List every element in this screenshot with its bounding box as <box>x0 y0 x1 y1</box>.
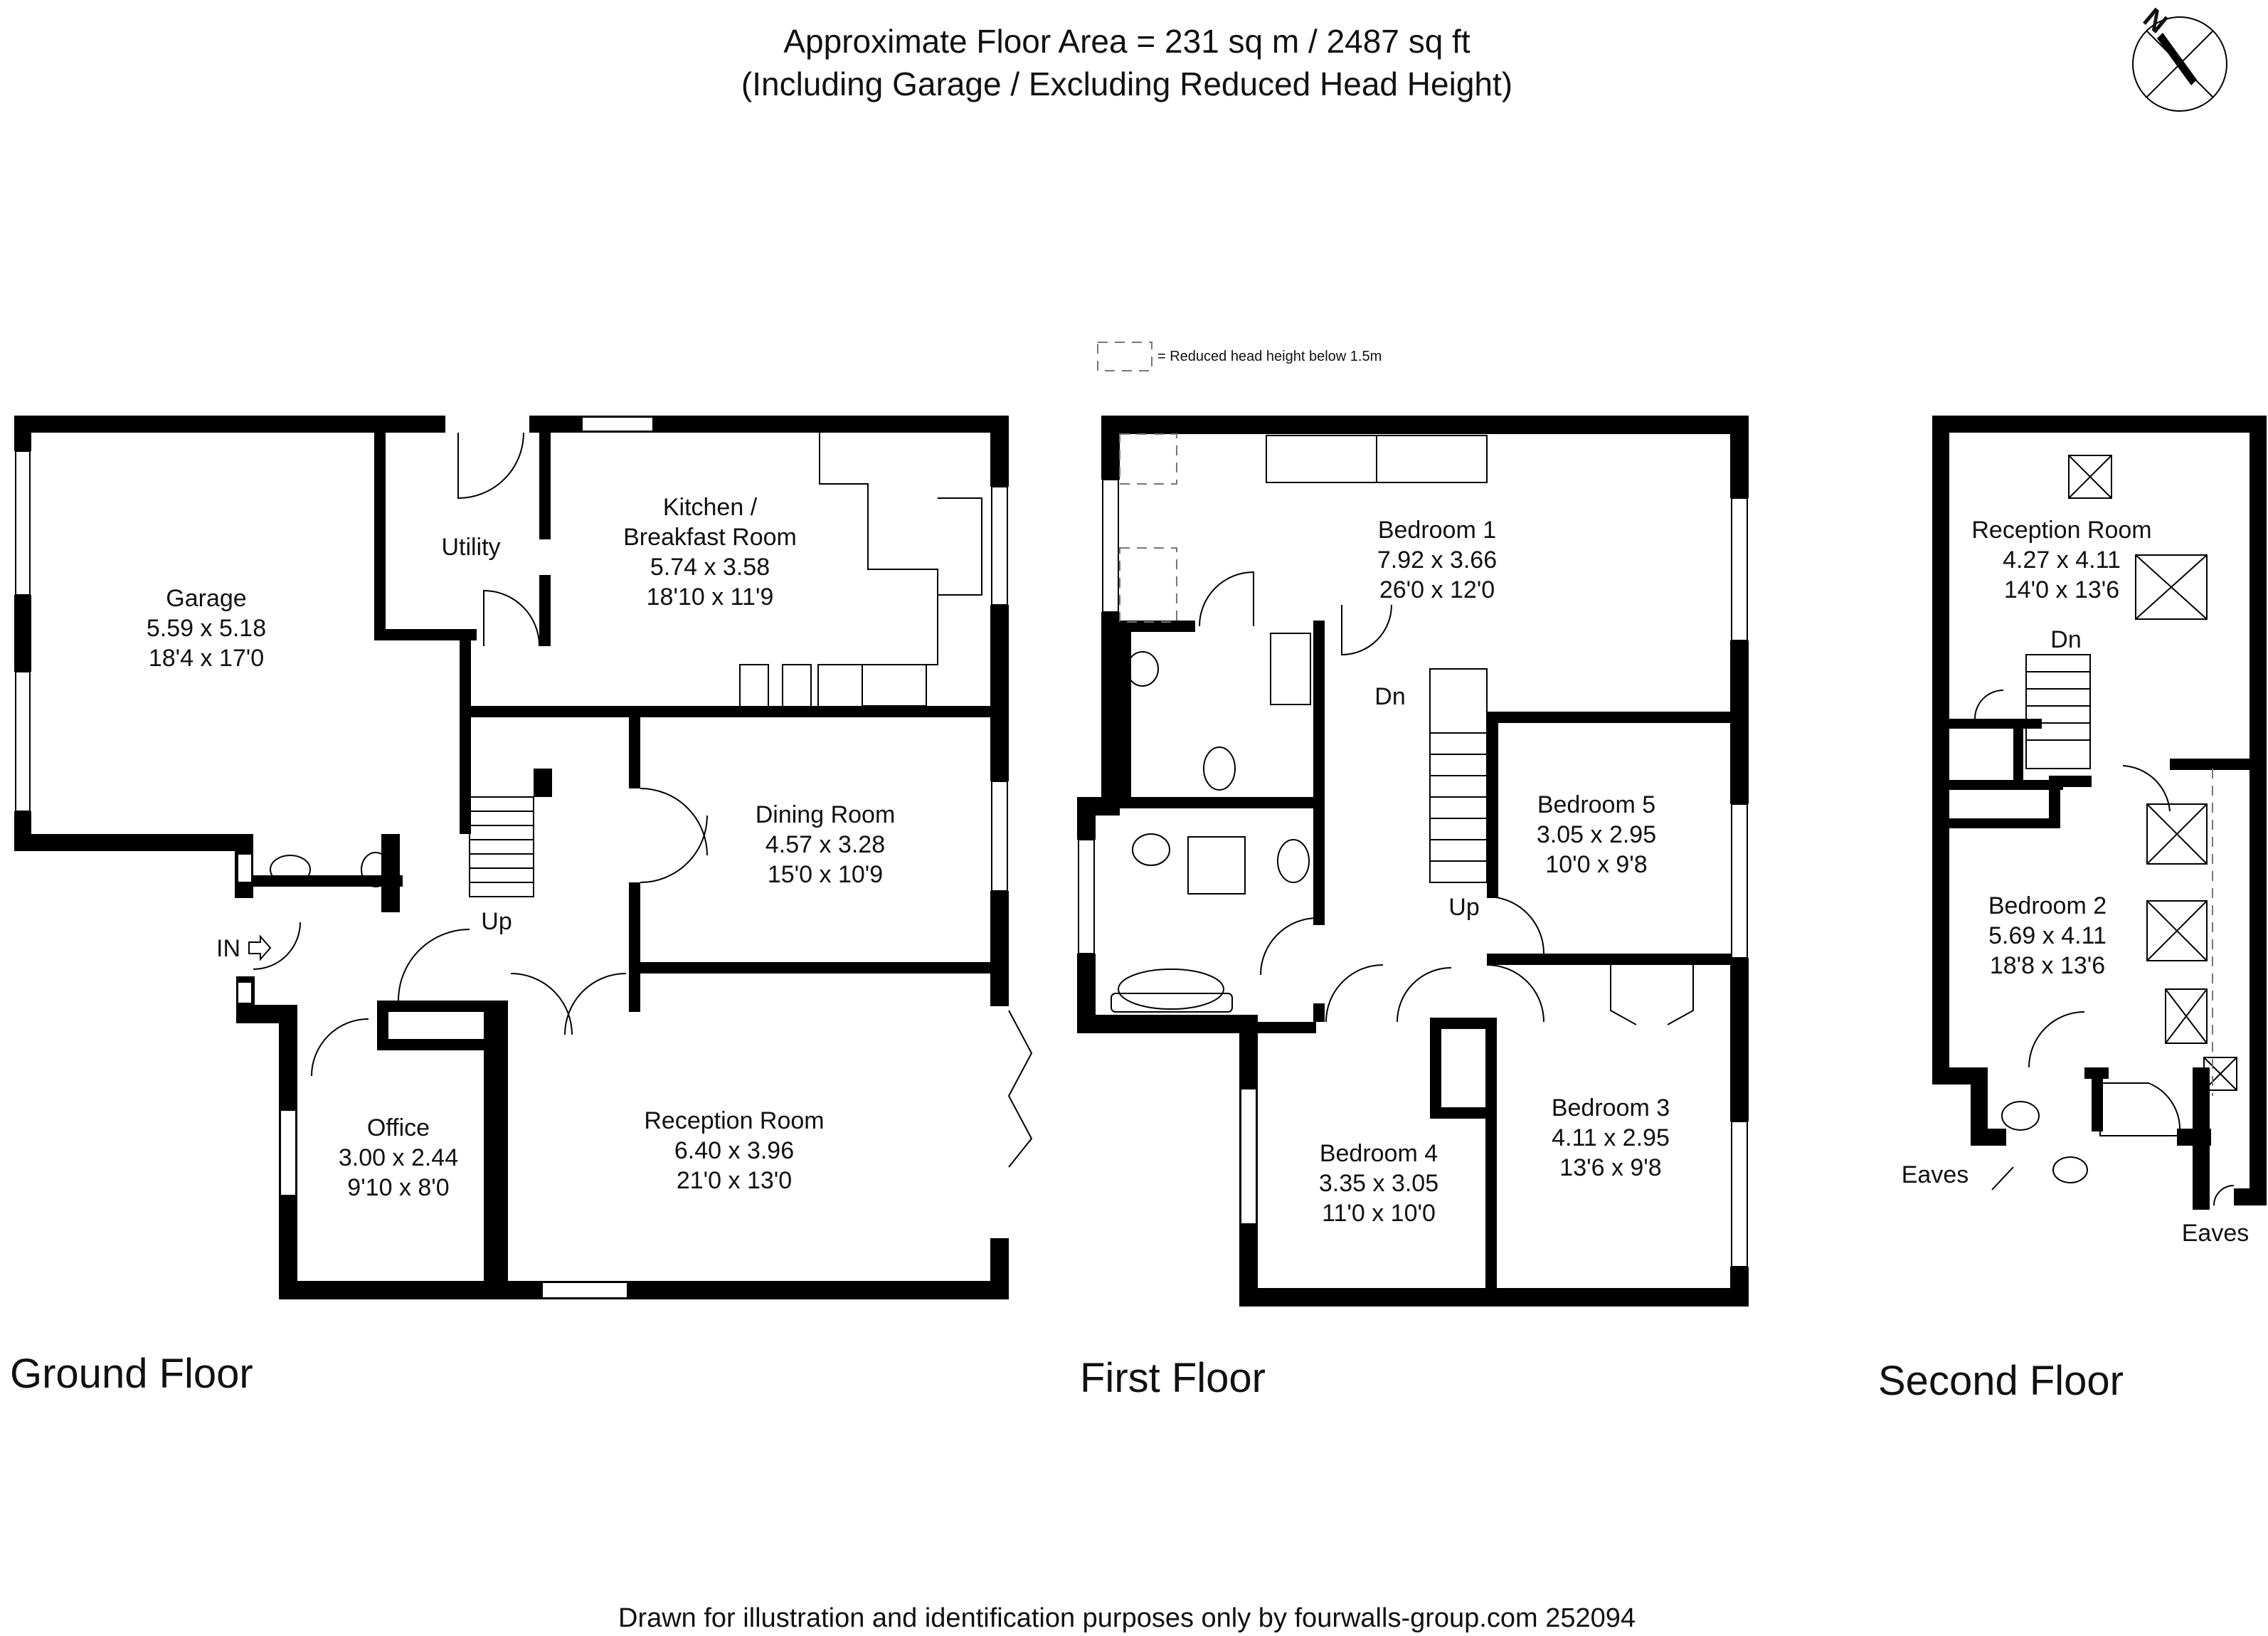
skylight-icon <box>2146 900 2208 961</box>
garage-name: Garage <box>166 585 246 612</box>
bedroom3-imperial: 13'6 x 9'8 <box>1559 1154 1661 1181</box>
bedroom3-metric: 4.11 x 2.95 <box>1552 1124 1670 1151</box>
bedroom2-metric: 5.69 x 4.11 <box>1988 922 2107 949</box>
kitchen-name-line1: Kitchen / <box>663 494 758 521</box>
office-name: Office <box>367 1114 430 1141</box>
footer-note: Drawn for illustration and identificatio… <box>618 1603 1636 1633</box>
legend-text: = Reduced head height below 1.5m <box>1157 349 1382 364</box>
skylight-icon <box>2135 554 2208 620</box>
second-floor-label: Second Floor <box>1878 1358 2124 1404</box>
reception-second-imperial: 14'0 x 13'6 <box>2004 576 2119 603</box>
second-stairs-down-label: Dn <box>2050 626 2081 653</box>
garage-metric: 5.59 x 5.18 <box>147 615 266 642</box>
bedroom5-metric: 3.05 x 2.95 <box>1537 821 1656 848</box>
bedroom1-imperial: 26'0 x 12'0 <box>1379 576 1495 603</box>
bedroom5-name: Bedroom 5 <box>1537 791 1655 818</box>
legend: = Reduced head height below 1.5m <box>1097 342 1382 371</box>
eaves-left-label: Eaves <box>1902 1161 1969 1188</box>
bedroom3-name: Bedroom 3 <box>1552 1094 1670 1122</box>
ground-stairs-up-label: Up <box>481 908 512 935</box>
ground-floor-label: Ground Floor <box>10 1351 253 1397</box>
reception-second-metric: 4.27 x 4.11 <box>2003 547 2121 574</box>
office-imperial: 9'10 x 8'0 <box>347 1174 449 1201</box>
bedroom1-metric: 7.92 x 3.66 <box>1377 547 1497 574</box>
kitchen-name-line2: Breakfast Room <box>623 524 797 551</box>
reception-second-name: Reception Room <box>1971 517 2151 544</box>
garage-imperial: 18'4 x 17'0 <box>149 645 264 672</box>
reception-ground-name: Reception Room <box>644 1107 824 1134</box>
skylight-icon <box>2165 988 2208 1044</box>
entrance-label: IN <box>216 935 240 962</box>
reception-ground-imperial: 21'0 x 13'0 <box>677 1167 792 1194</box>
ground-floor-plan <box>14 416 1033 1299</box>
bedroom4-name: Bedroom 4 <box>1320 1140 1438 1167</box>
bedroom2-name: Bedroom 2 <box>1988 892 2107 919</box>
area-title: Approximate Floor Area = 231 sq m / 2487… <box>783 23 1470 60</box>
first-floor-plan <box>1077 416 1749 1307</box>
first-stairs-down-label: Dn <box>1374 683 1405 710</box>
skylight-icon <box>2146 803 2208 865</box>
dining-name: Dining Room <box>756 801 896 828</box>
kitchen-imperial: 18'10 x 11'9 <box>647 584 774 611</box>
eaves-right-label: Eaves <box>2182 1220 2250 1247</box>
reception-ground-metric: 6.40 x 3.96 <box>674 1137 794 1164</box>
bedroom2-imperial: 18'8 x 13'6 <box>1990 952 2105 979</box>
first-stairs-up-label: Up <box>1448 894 1479 921</box>
kitchen-metric: 5.74 x 3.58 <box>650 554 770 581</box>
bedroom5-imperial: 10'0 x 9'8 <box>1545 851 1647 878</box>
bedroom4-imperial: 11'0 x 10'0 <box>1322 1200 1436 1227</box>
area-subtitle: (Including Garage / Excluding Reduced He… <box>741 65 1512 102</box>
skylight-icon <box>2203 1057 2237 1091</box>
second-floor-plan <box>1932 416 2267 1210</box>
office-metric: 3.00 x 2.44 <box>339 1144 458 1171</box>
dining-imperial: 15'0 x 10'9 <box>768 861 883 888</box>
dining-metric: 4.57 x 3.28 <box>765 831 885 858</box>
bedroom4-metric: 3.35 x 3.05 <box>1319 1170 1438 1197</box>
entrance-arrow-icon <box>248 934 272 961</box>
first-floor-label: First Floor <box>1080 1355 1266 1401</box>
compass-north-icon: N <box>2132 2 2227 112</box>
bedroom1-name: Bedroom 1 <box>1378 517 1496 544</box>
utility-name: Utility <box>441 534 500 561</box>
skylight-icon <box>2068 455 2112 499</box>
